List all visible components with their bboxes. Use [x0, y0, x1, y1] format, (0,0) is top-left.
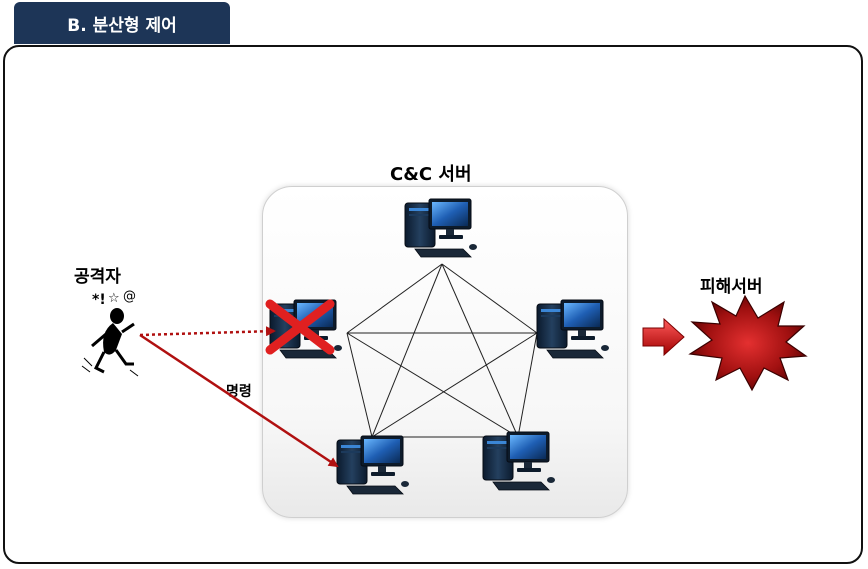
attacker-figure-icon: *! ☆ @ — [81, 289, 139, 377]
dotted-command-arrow — [139, 326, 276, 337]
cnc-server-label: C&C 서버 — [390, 164, 472, 185]
section-title: B. 분산형 제어 — [67, 15, 177, 36]
cnc-mesh-lines — [346, 263, 538, 438]
svg-text:@: @ — [123, 289, 136, 304]
diagram-frame — [3, 45, 863, 564]
solid-command-arrow — [139, 333, 339, 468]
svg-text:*!: *! — [92, 292, 106, 308]
desktop-computer-icon — [536, 299, 610, 359]
desktop-computer-icon — [482, 431, 556, 491]
red-x-icon — [265, 299, 335, 355]
right-arrow-icon — [642, 317, 685, 357]
attacker-label: 공격자 — [74, 267, 121, 287]
victim-server-label: 피해서버 — [700, 277, 763, 297]
explosion-burst-icon — [688, 294, 808, 392]
section-tab: B. 분산형 제어 — [14, 2, 230, 44]
desktop-computer-icon — [404, 198, 478, 258]
desktop-computer-icon — [336, 435, 410, 495]
svg-text:☆: ☆ — [108, 291, 120, 306]
